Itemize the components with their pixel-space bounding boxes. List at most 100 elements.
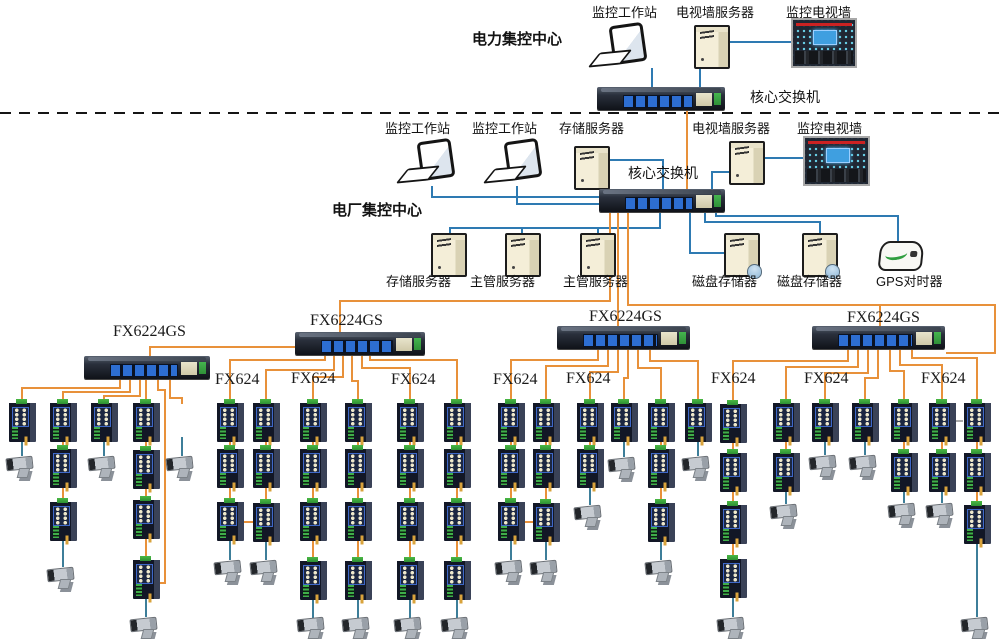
camera-icon bbox=[769, 503, 801, 527]
disk-storage-icon bbox=[724, 233, 762, 279]
fx624-switch-icon bbox=[397, 498, 424, 541]
camera-icon bbox=[5, 455, 37, 479]
fx624-switch-icon bbox=[929, 449, 956, 492]
access-switch-label: FX624 bbox=[711, 370, 756, 387]
camera-icon bbox=[716, 616, 748, 639]
dispatch-tv-server-label: 电视墙服务器 bbox=[676, 5, 755, 20]
fx624-switch-icon bbox=[444, 498, 471, 541]
plant-tv-wall-label: 监控电视墙 bbox=[797, 121, 863, 136]
dispatch-tv-wall-label: 监控电视墙 bbox=[786, 5, 852, 20]
fx624-switch-icon bbox=[577, 445, 604, 488]
workstation-icon bbox=[401, 138, 461, 188]
tv-wall-icon bbox=[803, 136, 870, 186]
fx624-switch-icon bbox=[133, 446, 160, 489]
fx624-switch-icon bbox=[50, 399, 77, 442]
tv-wall-icon bbox=[791, 18, 857, 68]
fx624-switch-icon bbox=[577, 399, 604, 442]
camera-icon bbox=[440, 616, 472, 639]
core-switch-1-label: 核心交换机 bbox=[750, 89, 820, 105]
orange-links bbox=[21, 107, 996, 584]
fx624-switch-icon bbox=[444, 445, 471, 488]
aggregation-switch-3-label: FX6224GS bbox=[589, 308, 662, 325]
dispatch-workstation-label: 监控工作站 bbox=[592, 5, 658, 20]
camera-icon bbox=[393, 616, 425, 639]
camera-icon bbox=[925, 502, 957, 526]
fx624-switch-icon bbox=[253, 399, 280, 442]
core-switch-1-icon bbox=[597, 87, 725, 110]
fx624-switch-icon bbox=[50, 445, 77, 488]
camera-icon bbox=[87, 455, 119, 479]
camera-icon bbox=[887, 502, 919, 526]
fx624-switch-icon bbox=[397, 399, 424, 442]
fx624-switch-icon bbox=[498, 445, 525, 488]
aggregation-switch-2-label: FX6224GS bbox=[310, 312, 383, 329]
camera-icon bbox=[213, 559, 245, 583]
fx624-switch-icon bbox=[300, 498, 327, 541]
camera-icon bbox=[529, 559, 561, 583]
plant-tv-server-label: 电视墙服务器 bbox=[692, 121, 771, 136]
camera-links bbox=[21, 437, 978, 618]
access-switch-label: FX624 bbox=[215, 371, 260, 388]
server-tower-icon bbox=[694, 25, 730, 69]
fx624-switch-icon bbox=[648, 399, 675, 442]
fx624-switch-icon bbox=[253, 499, 280, 542]
camera-icon bbox=[960, 616, 992, 639]
disk-storage-2-label: 磁盘存储器 bbox=[777, 274, 843, 289]
gps-timer-icon bbox=[877, 241, 925, 271]
master-server-2-label: 主管服务器 bbox=[563, 274, 629, 289]
fx624-switch-icon bbox=[648, 445, 675, 488]
master-server-1-label: 主管服务器 bbox=[470, 274, 536, 289]
fx624-switch-icon bbox=[964, 501, 991, 544]
fx624-switch-icon bbox=[964, 399, 991, 442]
fx624-switch-icon bbox=[929, 399, 956, 442]
aggregation-switch-2-icon bbox=[295, 332, 425, 355]
aggregation-switch-1-label: FX6224GS bbox=[113, 323, 186, 340]
fx624-switch-icon bbox=[773, 449, 800, 492]
server-tower-icon bbox=[729, 141, 765, 185]
fx624-switch-icon bbox=[133, 399, 160, 442]
fx624-switch-icon bbox=[397, 445, 424, 488]
fx624-switch-icon bbox=[133, 556, 160, 599]
fx624-switch-icon bbox=[720, 449, 747, 492]
camera-icon bbox=[494, 559, 526, 583]
aggregation-switch-4-label: FX6224GS bbox=[847, 309, 920, 326]
aggregation-switch-3-icon bbox=[557, 326, 690, 349]
plant-storage-label: 存储服务器 bbox=[559, 121, 625, 136]
fx624-switch-icon bbox=[685, 399, 712, 442]
fx624-switch-icon bbox=[611, 399, 638, 442]
fx624-switch-icon bbox=[498, 498, 525, 541]
fx624-switch-icon bbox=[533, 399, 560, 442]
camera-icon bbox=[165, 455, 197, 479]
fx624-switch-icon bbox=[300, 557, 327, 600]
fx624-switch-icon bbox=[217, 498, 244, 541]
access-switch-label: FX624 bbox=[291, 370, 336, 387]
storage-server-label: 存储服务器 bbox=[386, 274, 452, 289]
fx624-switch-icon bbox=[217, 399, 244, 442]
plant-center-title: 电厂集控中心 bbox=[332, 202, 423, 219]
fx624-switch-icon bbox=[444, 399, 471, 442]
fx624-switch-icon bbox=[720, 555, 747, 598]
fx624-switch-icon bbox=[300, 399, 327, 442]
fx624-switch-icon bbox=[533, 499, 560, 542]
core-switch-2-label: 核心交换机 bbox=[628, 165, 698, 181]
camera-icon bbox=[848, 454, 880, 478]
fx624-switch-icon bbox=[91, 399, 118, 442]
server-tower-icon bbox=[574, 146, 610, 190]
fx624-switch-icon bbox=[498, 399, 525, 442]
fx624-switch-icon bbox=[444, 557, 471, 600]
fx624-switch-icon bbox=[50, 498, 77, 541]
fx624-switch-icon bbox=[300, 445, 327, 488]
plant-workstation1-label: 监控工作站 bbox=[385, 121, 451, 136]
fx624-switch-icon bbox=[812, 399, 839, 442]
access-switch-label: FX624 bbox=[566, 370, 611, 387]
fx624-switch-icon bbox=[133, 496, 160, 539]
camera-icon bbox=[644, 559, 676, 583]
fx624-switch-icon bbox=[397, 557, 424, 600]
access-switch-label: FX624 bbox=[921, 370, 966, 387]
aggregation-switch-1-icon bbox=[84, 356, 210, 379]
fx624-switch-icon bbox=[253, 445, 280, 488]
access-switch-label: FX624 bbox=[391, 371, 436, 388]
fx624-switch-icon bbox=[891, 399, 918, 442]
fx624-switch-icon bbox=[345, 557, 372, 600]
